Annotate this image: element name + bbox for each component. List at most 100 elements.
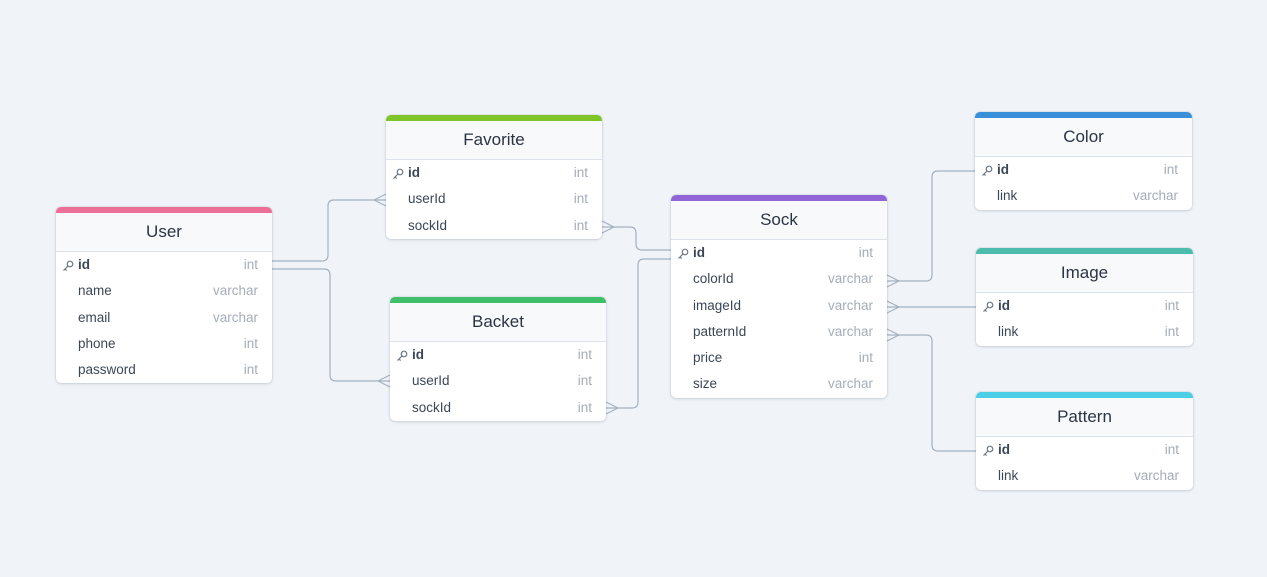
key-icon <box>678 248 689 259</box>
relation-sock-backet <box>606 258 671 409</box>
field-type: int <box>577 373 592 389</box>
field-row[interactable]: imageId varchar <box>671 293 887 319</box>
field-row[interactable]: colorId varchar <box>671 266 887 292</box>
field-row[interactable]: size varchar <box>671 371 887 397</box>
key-icon <box>983 445 994 456</box>
many-marker <box>605 401 619 415</box>
field-name: link <box>997 188 1018 204</box>
field-type: int <box>1163 162 1178 177</box>
relation-pattern-sock <box>887 334 976 452</box>
table-title[interactable]: Favorite <box>386 121 602 160</box>
field-type: varchar <box>827 323 873 339</box>
field-row[interactable]: link varchar <box>975 183 1192 209</box>
field-name: imageId <box>693 297 742 313</box>
field-name: id <box>998 298 1010 313</box>
field-name: id <box>78 257 90 272</box>
relation-color-sock <box>887 170 975 282</box>
field-type: varchar <box>212 309 258 325</box>
field-row[interactable]: id int <box>390 342 606 368</box>
table-pattern[interactable]: Pattern id int link varchar <box>976 392 1193 490</box>
table-title[interactable]: Pattern <box>976 398 1193 437</box>
field-type: varchar <box>1133 468 1179 484</box>
table-title[interactable]: Color <box>975 118 1192 157</box>
many-marker <box>601 220 615 234</box>
field-type: int <box>573 191 588 207</box>
table-title[interactable]: Sock <box>671 201 887 240</box>
table-color-bar <box>975 112 1192 118</box>
many-marker <box>886 300 900 314</box>
field-type: varchar <box>1132 188 1178 204</box>
key-icon <box>982 165 993 176</box>
field-row[interactable]: email varchar <box>56 305 272 331</box>
field-row[interactable]: id int <box>386 160 602 186</box>
field-type: int <box>858 350 873 366</box>
field-type: varchar <box>827 271 873 287</box>
field-row[interactable]: userId int <box>390 368 606 394</box>
field-name: sockId <box>412 399 452 415</box>
table-color-bar <box>390 297 606 303</box>
relation-user-favorite <box>272 199 386 262</box>
field-row[interactable]: name varchar <box>56 278 272 304</box>
field-row[interactable]: link varchar <box>976 463 1193 489</box>
field-row[interactable]: sockId int <box>386 213 602 239</box>
table-user[interactable]: User id int name varchar email varchar p… <box>56 207 272 384</box>
field-name: email <box>78 309 111 325</box>
table-title[interactable]: Image <box>976 254 1193 293</box>
field-name: id <box>998 442 1010 457</box>
field-type: int <box>243 335 258 351</box>
field-name: link <box>998 324 1019 340</box>
field-type: int <box>243 362 258 378</box>
field-name: id <box>408 165 420 180</box>
field-row[interactable]: password int <box>56 357 272 383</box>
field-name: colorId <box>693 271 734 287</box>
key-icon <box>63 260 74 271</box>
field-row[interactable]: price int <box>671 345 887 371</box>
relation-sock-favorite <box>602 226 671 251</box>
field-type: int <box>573 217 588 233</box>
field-type: int <box>577 347 592 362</box>
table-sock[interactable]: Sock id int colorId varchar imageId varc… <box>671 195 887 398</box>
table-color[interactable]: Color id int link varchar <box>975 112 1192 210</box>
table-title[interactable]: User <box>56 213 272 252</box>
field-row[interactable]: link int <box>976 319 1193 345</box>
field-type: int <box>243 257 258 272</box>
table-title[interactable]: Backet <box>390 303 606 342</box>
key-icon <box>393 168 404 179</box>
table-color-bar <box>976 392 1193 398</box>
many-marker <box>373 193 387 207</box>
field-row[interactable]: userId int <box>386 186 602 212</box>
field-name: patternId <box>693 323 747 339</box>
field-row[interactable]: id int <box>976 293 1193 319</box>
table-color-bar <box>976 248 1193 254</box>
field-name: id <box>693 245 705 260</box>
field-name: sockId <box>408 217 448 233</box>
table-color-bar <box>386 115 602 121</box>
table-backet[interactable]: Backet id int userId int sockId int <box>390 297 606 421</box>
field-row[interactable]: patternId varchar <box>671 319 887 345</box>
many-marker <box>886 274 900 288</box>
field-name: size <box>693 376 718 392</box>
field-row[interactable]: id int <box>975 157 1192 183</box>
table-favorite[interactable]: Favorite id int userId int sockId int <box>386 115 602 239</box>
field-row[interactable]: id int <box>671 240 887 266</box>
field-name: userId <box>408 191 446 207</box>
field-row[interactable]: id int <box>976 437 1193 463</box>
field-name: id <box>412 347 424 362</box>
field-row[interactable]: phone int <box>56 331 272 357</box>
field-type: int <box>858 245 873 260</box>
key-icon <box>397 350 408 361</box>
table-color-bar <box>56 207 272 213</box>
field-type: int <box>573 165 588 180</box>
table-color-bar <box>671 195 887 201</box>
many-marker <box>886 328 900 342</box>
field-row[interactable]: id int <box>56 252 272 278</box>
field-name: phone <box>78 335 116 351</box>
field-name: name <box>78 283 112 299</box>
many-marker <box>377 374 391 388</box>
key-icon <box>983 301 994 312</box>
field-type: int <box>1164 324 1179 340</box>
field-name: userId <box>412 373 450 389</box>
field-row[interactable]: sockId int <box>390 395 606 421</box>
table-image[interactable]: Image id int link int <box>976 248 1193 346</box>
